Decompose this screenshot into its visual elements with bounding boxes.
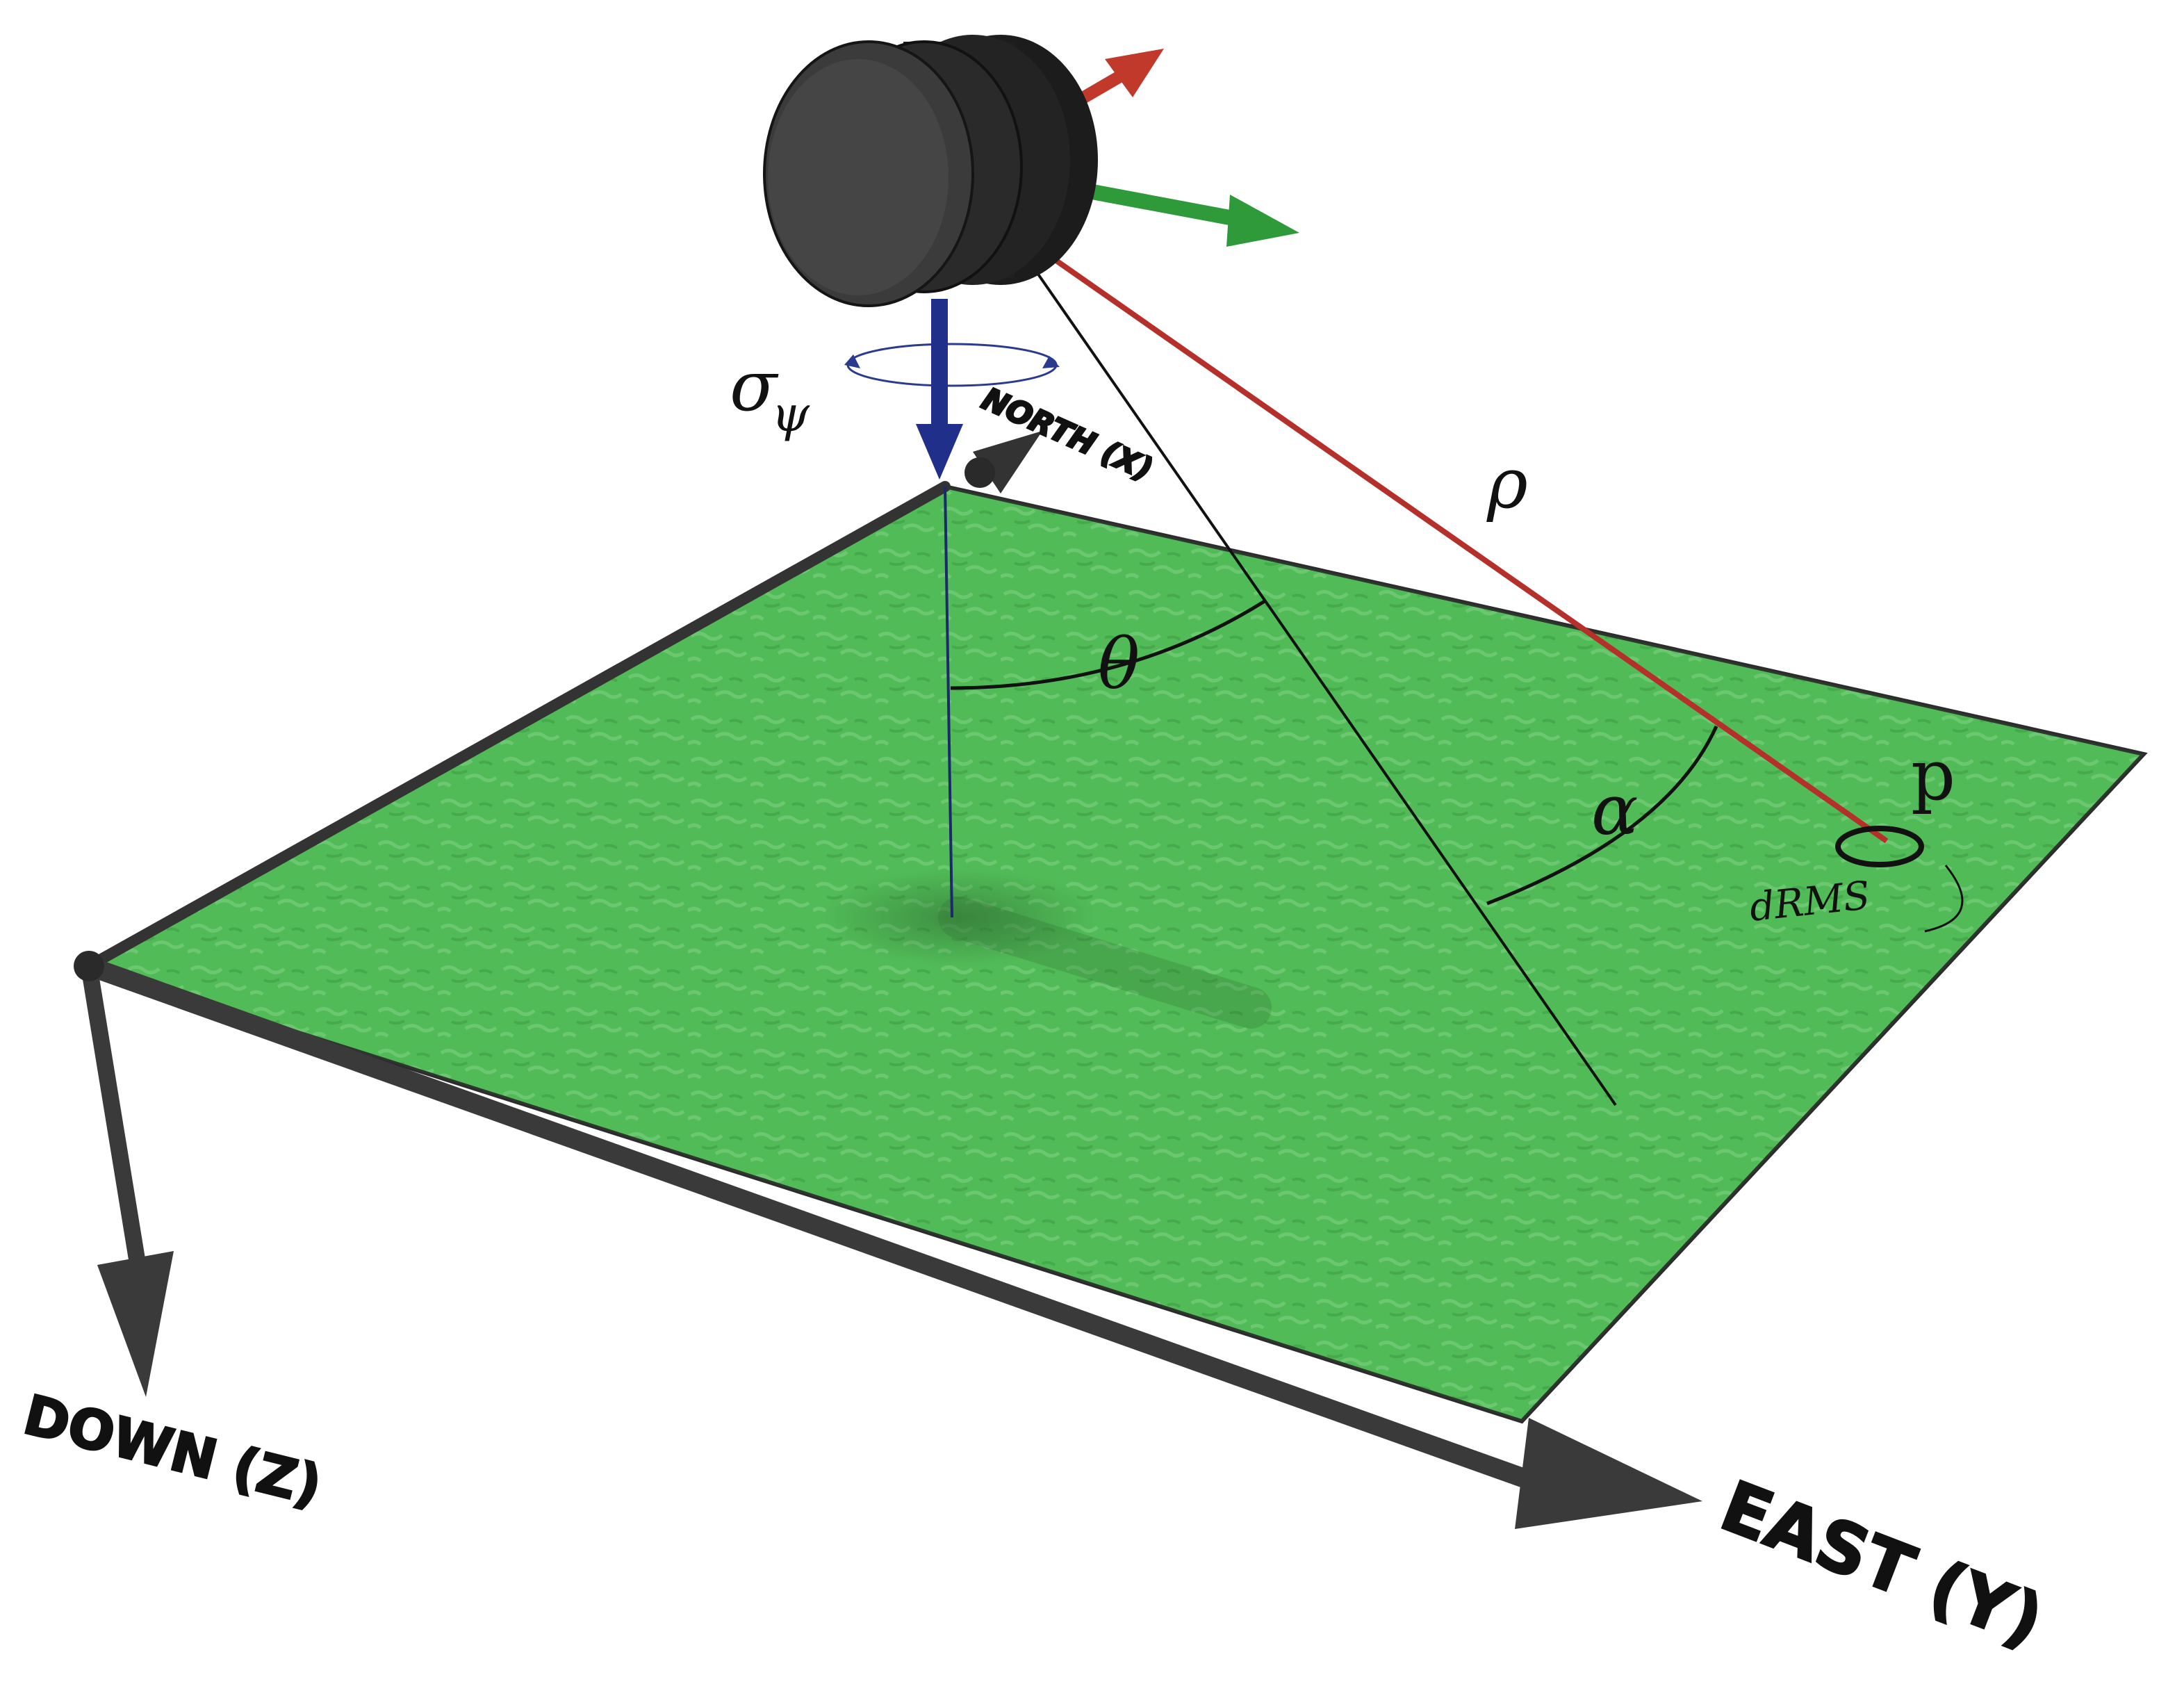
north-edge (83, 481, 951, 972)
ground-shading (89, 487, 2144, 1421)
down-axis-line (81, 958, 147, 1280)
north-axis-base (964, 457, 995, 488)
boresight-line (1020, 249, 1617, 1106)
alpha-label: α (1591, 769, 1639, 851)
yaw-rotation-arrow (846, 343, 1058, 387)
yaw-arrowhead-left (844, 354, 860, 368)
range-line (1019, 234, 1889, 844)
alpha-arc (1486, 725, 1718, 906)
down-axis-label: DOWN (Z) (17, 1384, 327, 1518)
east-axis-label: EAST (Y) (1710, 1465, 2053, 1662)
rho-label: ρ (1486, 443, 1528, 524)
point-p-error-ellipse (1835, 826, 1924, 867)
camera-shadow (820, 869, 1098, 966)
theta-arc (950, 599, 1266, 690)
point-p-label: p (1911, 735, 1955, 816)
psi-subscript: ψ (771, 386, 810, 443)
camera-shadow-trail (938, 897, 1272, 1029)
east-axis-line (79, 956, 1559, 1497)
sigma-label: σ (730, 345, 779, 427)
down-axis-arrowhead (97, 1251, 174, 1397)
camera-down-arrowhead (916, 424, 963, 480)
origin-corner (74, 951, 104, 981)
theta-label: θ (1098, 623, 1140, 705)
camera-down-axis (931, 299, 948, 431)
nadir-line (944, 486, 953, 918)
yaw-arrowhead-right (1042, 356, 1060, 368)
drms-arrow (1924, 865, 1964, 933)
camera-x-arrowhead (1105, 49, 1164, 97)
east-axis-arrowhead (1515, 1418, 1702, 1529)
camera-y-arrowhead (1226, 195, 1299, 247)
camera-sensor (763, 35, 1098, 307)
